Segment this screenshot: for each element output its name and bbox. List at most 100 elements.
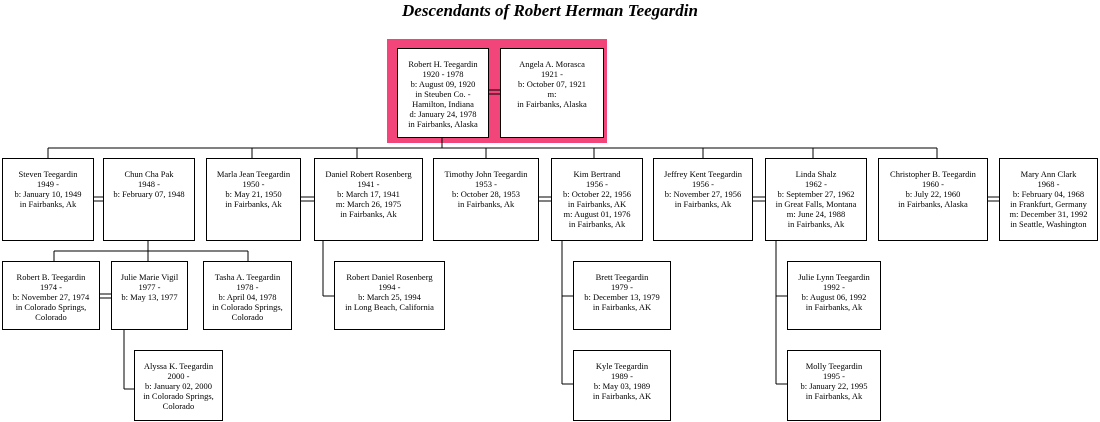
person-detail: 1979 - <box>611 282 633 292</box>
person-detail: 1978 - <box>236 282 259 292</box>
person-detail: in Colorado Springs, <box>15 302 87 312</box>
person-detail: in Fairbanks, AK <box>592 391 652 401</box>
person-detail: m: March 26, 1975 <box>335 199 402 209</box>
person-detail: b: November 27, 1956 <box>664 189 742 199</box>
person-detail: b: February 07, 1948 <box>113 189 185 199</box>
person-detail: b: October 07, 1921 <box>518 79 586 89</box>
person-detail: in Fairbanks, Ak <box>457 199 515 209</box>
person-detail: in Fairbanks, Alaska <box>408 119 478 129</box>
person-detail: b: January 22, 1995 <box>800 381 868 391</box>
person-detail: 1956 - <box>586 179 608 189</box>
person-name: Chun Cha Pak <box>124 169 174 179</box>
person-detail: in Colorado Springs, <box>212 302 283 312</box>
person-detail: b: May 13, 1977 <box>121 292 178 302</box>
person-detail: in Fairbanks, Ak <box>787 219 845 229</box>
person-name: Marla Jean Teegardin <box>216 169 291 179</box>
person-name: Kyle Teegardin <box>595 361 649 371</box>
person-detail: in Fairbanks, Ak <box>19 199 77 209</box>
person-detail: 1977 - <box>138 282 161 292</box>
person-detail: d: January 24, 1978 <box>409 109 477 119</box>
person-detail: b: October 28, 1953 <box>452 189 520 199</box>
person-detail: m: June 24, 1988 <box>786 209 846 219</box>
person-detail: 1994 - <box>378 282 401 292</box>
person-name: Julie Lynn Teegardin <box>798 272 870 282</box>
person-detail: 1956 - <box>692 179 714 189</box>
person-name: Angela A. Morasca <box>519 59 585 69</box>
person-detail: b: September 27, 1962 <box>777 189 855 199</box>
person-name: Alyssa K. Teegardin <box>143 361 214 371</box>
person-detail: b: August 09, 1920 <box>410 79 476 89</box>
person-detail: 1920 - 1978 <box>422 69 464 79</box>
person-detail: m: December 31, 1992 <box>1009 209 1088 219</box>
person-detail: 1941 - <box>357 179 380 189</box>
person-detail: in Frankfurt, Germany <box>1010 199 1087 209</box>
person-name: Robert B. Teegardin <box>16 272 86 282</box>
person-detail: 1968 - <box>1037 179 1060 189</box>
person-detail: 1989 - <box>611 371 633 381</box>
person-detail: in Fairbanks, Ak <box>805 302 863 312</box>
person-detail: Colorado <box>162 401 195 411</box>
person-detail: in Great Falls, Montana <box>775 199 857 209</box>
person-name: Christopher B. Teegardin <box>890 169 976 179</box>
person-detail: m: <box>547 89 557 99</box>
person-name: Mary Ann Clark <box>1020 169 1077 179</box>
person-name: Kim Bertrand <box>573 169 621 179</box>
person-detail: in Fairbanks, Ak <box>225 199 282 209</box>
person-detail: 1992 - <box>823 282 845 292</box>
person-detail: in Fairbanks, AK <box>567 199 627 209</box>
person-detail: b: August 06, 1992 <box>801 292 867 302</box>
person-detail: 1974 - <box>40 282 62 292</box>
person-detail: in Long Beach, California <box>345 302 434 312</box>
person-detail: m: August 01, 1976 <box>563 209 631 219</box>
person-detail: b: May 03, 1989 <box>593 381 651 391</box>
person-detail: b: May 21, 1950 <box>225 189 282 199</box>
person-detail: in Fairbanks, AK <box>592 302 652 312</box>
person-detail: b: March 17, 1941 <box>337 189 400 199</box>
person-detail: 1995 - <box>823 371 845 381</box>
person-name: Brett Teegardin <box>595 272 649 282</box>
person-detail: b: January 02, 2000 <box>144 381 213 391</box>
chart-title: Descendants of Robert Herman Teegardin <box>402 1 698 20</box>
person-name: Steven Teegardin <box>18 169 78 179</box>
person-detail: 1921 - <box>541 69 563 79</box>
person-detail: b: November 27, 1974 <box>12 292 90 302</box>
person-detail: b: July 22, 1960 <box>905 189 961 199</box>
person-detail: in Colorado Springs, <box>143 391 214 401</box>
person-detail: 1948 - <box>138 179 160 189</box>
person-detail: b: October 22, 1956 <box>563 189 631 199</box>
person-name: Tasha A. Teegardin <box>214 272 281 282</box>
person-detail: 2000 - <box>167 371 190 381</box>
person-name: Daniel Robert Rosenberg <box>325 169 412 179</box>
person-detail: in Fairbanks, Ak <box>805 391 863 401</box>
person-detail: b: February 04, 1968 <box>1012 189 1085 199</box>
person-detail: 1960 - <box>922 179 944 189</box>
person-detail: in Seattle, Washington <box>1010 219 1087 229</box>
person-detail: b: December 13, 1979 <box>584 292 660 302</box>
person-detail: 1962 - <box>805 179 827 189</box>
person-detail: 1950 - <box>242 179 265 189</box>
person-name: Timothy John Teegardin <box>444 169 528 179</box>
person-detail: b: January 10, 1949 <box>14 189 82 199</box>
